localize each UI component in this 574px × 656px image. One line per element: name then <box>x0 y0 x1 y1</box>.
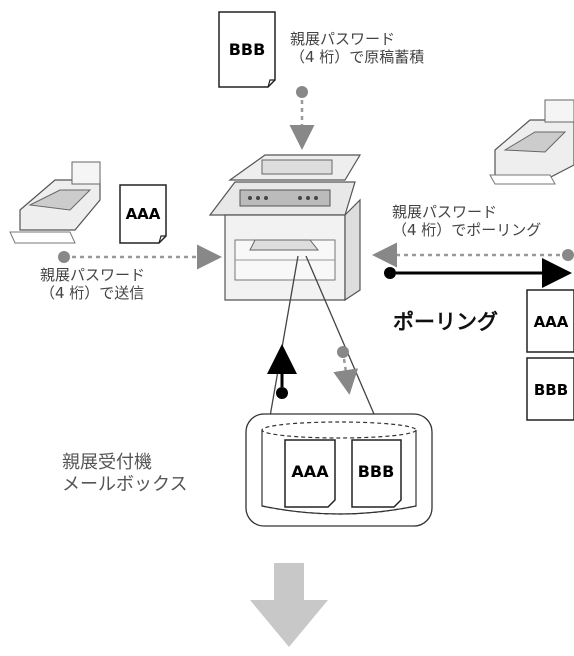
arrow-top-store <box>289 86 315 150</box>
document-left-aaa: AAA <box>119 184 167 244</box>
document-mailbox-aaa: AAA <box>284 439 336 508</box>
doc-text: AAA <box>291 462 329 481</box>
label-line: （4 桁）で原稿蓄積 <box>290 48 425 66</box>
mailbox-container <box>245 413 433 527</box>
arrow-mailbox-up <box>267 344 297 399</box>
arrow-polling <box>384 258 572 288</box>
label-mailbox: 親展受付機 メールボックス <box>62 452 187 496</box>
doc-text: AAA <box>534 313 569 331</box>
arrow-left-send <box>58 244 222 270</box>
label-line: 親展パスワード <box>40 266 146 284</box>
label-left-send: 親展パスワード （4 桁）で送信 <box>40 266 145 302</box>
central-machine-icon <box>208 154 362 302</box>
document-right-aaa: AAA <box>526 289 574 353</box>
doc-text: BBB <box>358 462 395 481</box>
label-line: メールボックス <box>62 474 188 495</box>
label-line: （4 桁）で送信 <box>40 284 145 302</box>
arrow-right-polling-request <box>372 242 574 268</box>
right-fax-machine-icon <box>489 99 574 185</box>
arrow-mailbox-in <box>333 346 359 395</box>
doc-text: BBB <box>229 40 266 59</box>
big-down-arrow <box>250 563 328 647</box>
callout-lines <box>267 255 381 429</box>
doc-text: BBB <box>534 381 568 399</box>
document-right-bbb: BBB <box>526 357 574 421</box>
left-fax-machine-icon <box>9 161 101 244</box>
label-top-store: 親展パスワード （4 桁）で原稿蓄積 <box>290 30 424 66</box>
label-line: （4 桁）でポーリング <box>392 221 542 239</box>
label-line: 親展受付機 <box>62 452 152 473</box>
label-right-polling: 親展パスワード （4 桁）でポーリング <box>392 203 541 239</box>
label-line: 親展パスワード <box>290 30 396 48</box>
doc-text: AAA <box>126 205 161 223</box>
label-polling: ポーリング <box>393 310 498 334</box>
document-top-bbb: BBB <box>218 11 276 88</box>
label-line: 親展パスワード <box>392 203 498 221</box>
document-mailbox-bbb: BBB <box>351 439 402 508</box>
